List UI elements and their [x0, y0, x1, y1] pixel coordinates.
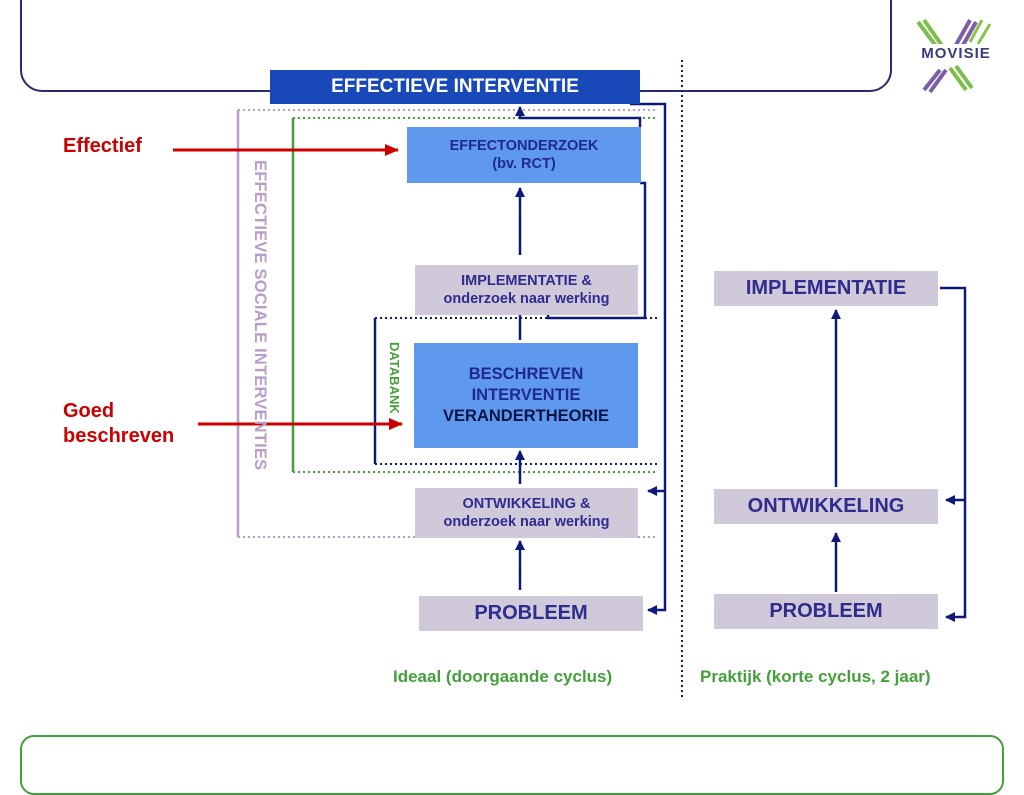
ontwikkeling-practice-box: ONTWIKKELING	[714, 489, 938, 524]
implementatie-box: IMPLEMENTATIE & onderzoek naar werking	[415, 265, 638, 315]
implementatie-line2: onderzoek naar werking	[443, 291, 610, 307]
goed-beschreven-label: Goed beschreven	[63, 399, 174, 449]
ideal-caption: Ideaal (doorgaande cyclus)	[393, 667, 613, 686]
implementatie-practice-box: IMPLEMENTATIE	[714, 271, 938, 306]
movisie-logo: MOVISIE	[910, 14, 1002, 94]
connectors-layer	[173, 60, 967, 700]
goed-line1: Goed	[63, 400, 115, 422]
beschreven-interventie-box: BESCHREVEN INTERVENTIE VERANDERTHEORIE	[414, 343, 638, 448]
ontwikkeling-ideal-line1: ONTWIKKELING &	[462, 496, 591, 512]
beschreven-line2: INTERVENTIE	[471, 386, 581, 404]
probleem-ideal-box: PROBLEEM	[419, 596, 643, 631]
beschreven-line3: VERANDERTHEORIE	[443, 407, 609, 425]
databank-vertical: DATABANK	[387, 342, 402, 414]
ontwikkeling-ideal-box: ONTWIKKELING & onderzoek naar werking	[415, 488, 638, 538]
practice-caption: Praktijk (korte cyclus, 2 jaar)	[700, 667, 931, 686]
effectief-label: Effectief	[63, 135, 142, 157]
effectonderzoek-box: EFFECTONDERZOEK (bv. RCT)	[407, 127, 641, 183]
logo-text: MOVISIE	[914, 44, 998, 64]
effectonderzoek-line2: (bv. RCT)	[492, 156, 556, 172]
beschreven-line1: BESCHREVEN	[468, 365, 584, 383]
effectieve-interventie-banner: EFFECTIEVE INTERVENTIE	[270, 70, 640, 104]
probleem-practice-box: PROBLEEM	[714, 594, 938, 629]
sociale-interventies-vertical: EFFECTIEVE SOCIALE INTERVENTIES	[251, 160, 269, 471]
ontwikkeling-ideal-line2: onderzoek naar werking	[443, 514, 610, 530]
effectief-region	[291, 117, 658, 473]
goed-line2: beschreven	[63, 425, 175, 447]
effectonderzoek-line1: EFFECTONDERZOEK	[449, 138, 599, 154]
implementatie-line1: IMPLEMENTATIE &	[461, 273, 592, 289]
